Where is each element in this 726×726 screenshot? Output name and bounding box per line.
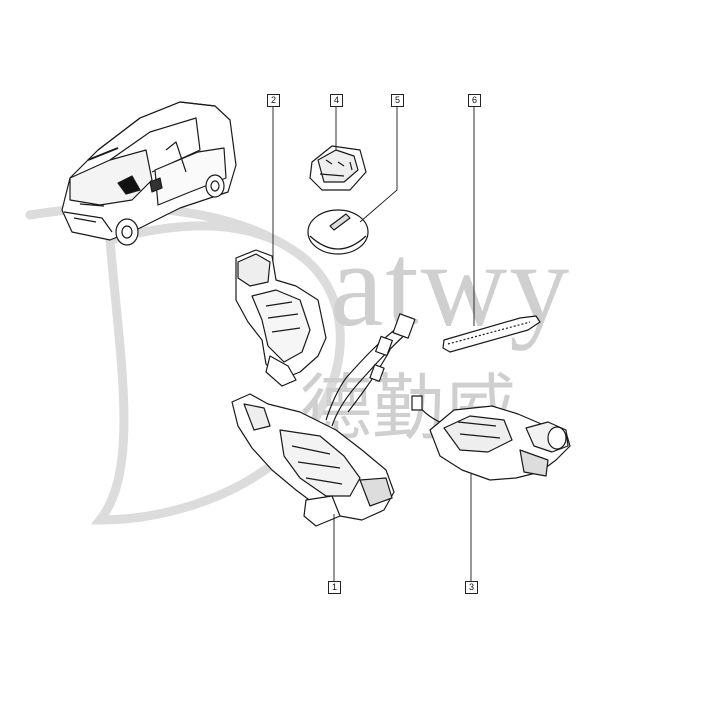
callout-4: 4: [330, 94, 343, 107]
wiring-harness: [325, 313, 445, 427]
callout-5: 5: [391, 94, 404, 107]
leader-lines: [272, 106, 475, 581]
van-illustration: [61, 101, 237, 246]
part-4-connector: [309, 145, 367, 191]
callout-3: 3: [465, 581, 478, 594]
part-6-strip: [442, 315, 541, 353]
part-3-multifunction-switch: [429, 405, 571, 481]
part-2-switch-assembly: [235, 249, 327, 387]
part-1-column-switch: [231, 393, 395, 527]
callout-6: 6: [468, 94, 481, 107]
callout-1: 1: [328, 581, 341, 594]
part-5-cap: [307, 209, 369, 255]
callout-2: 2: [267, 94, 280, 107]
leader-5: [359, 106, 398, 223]
